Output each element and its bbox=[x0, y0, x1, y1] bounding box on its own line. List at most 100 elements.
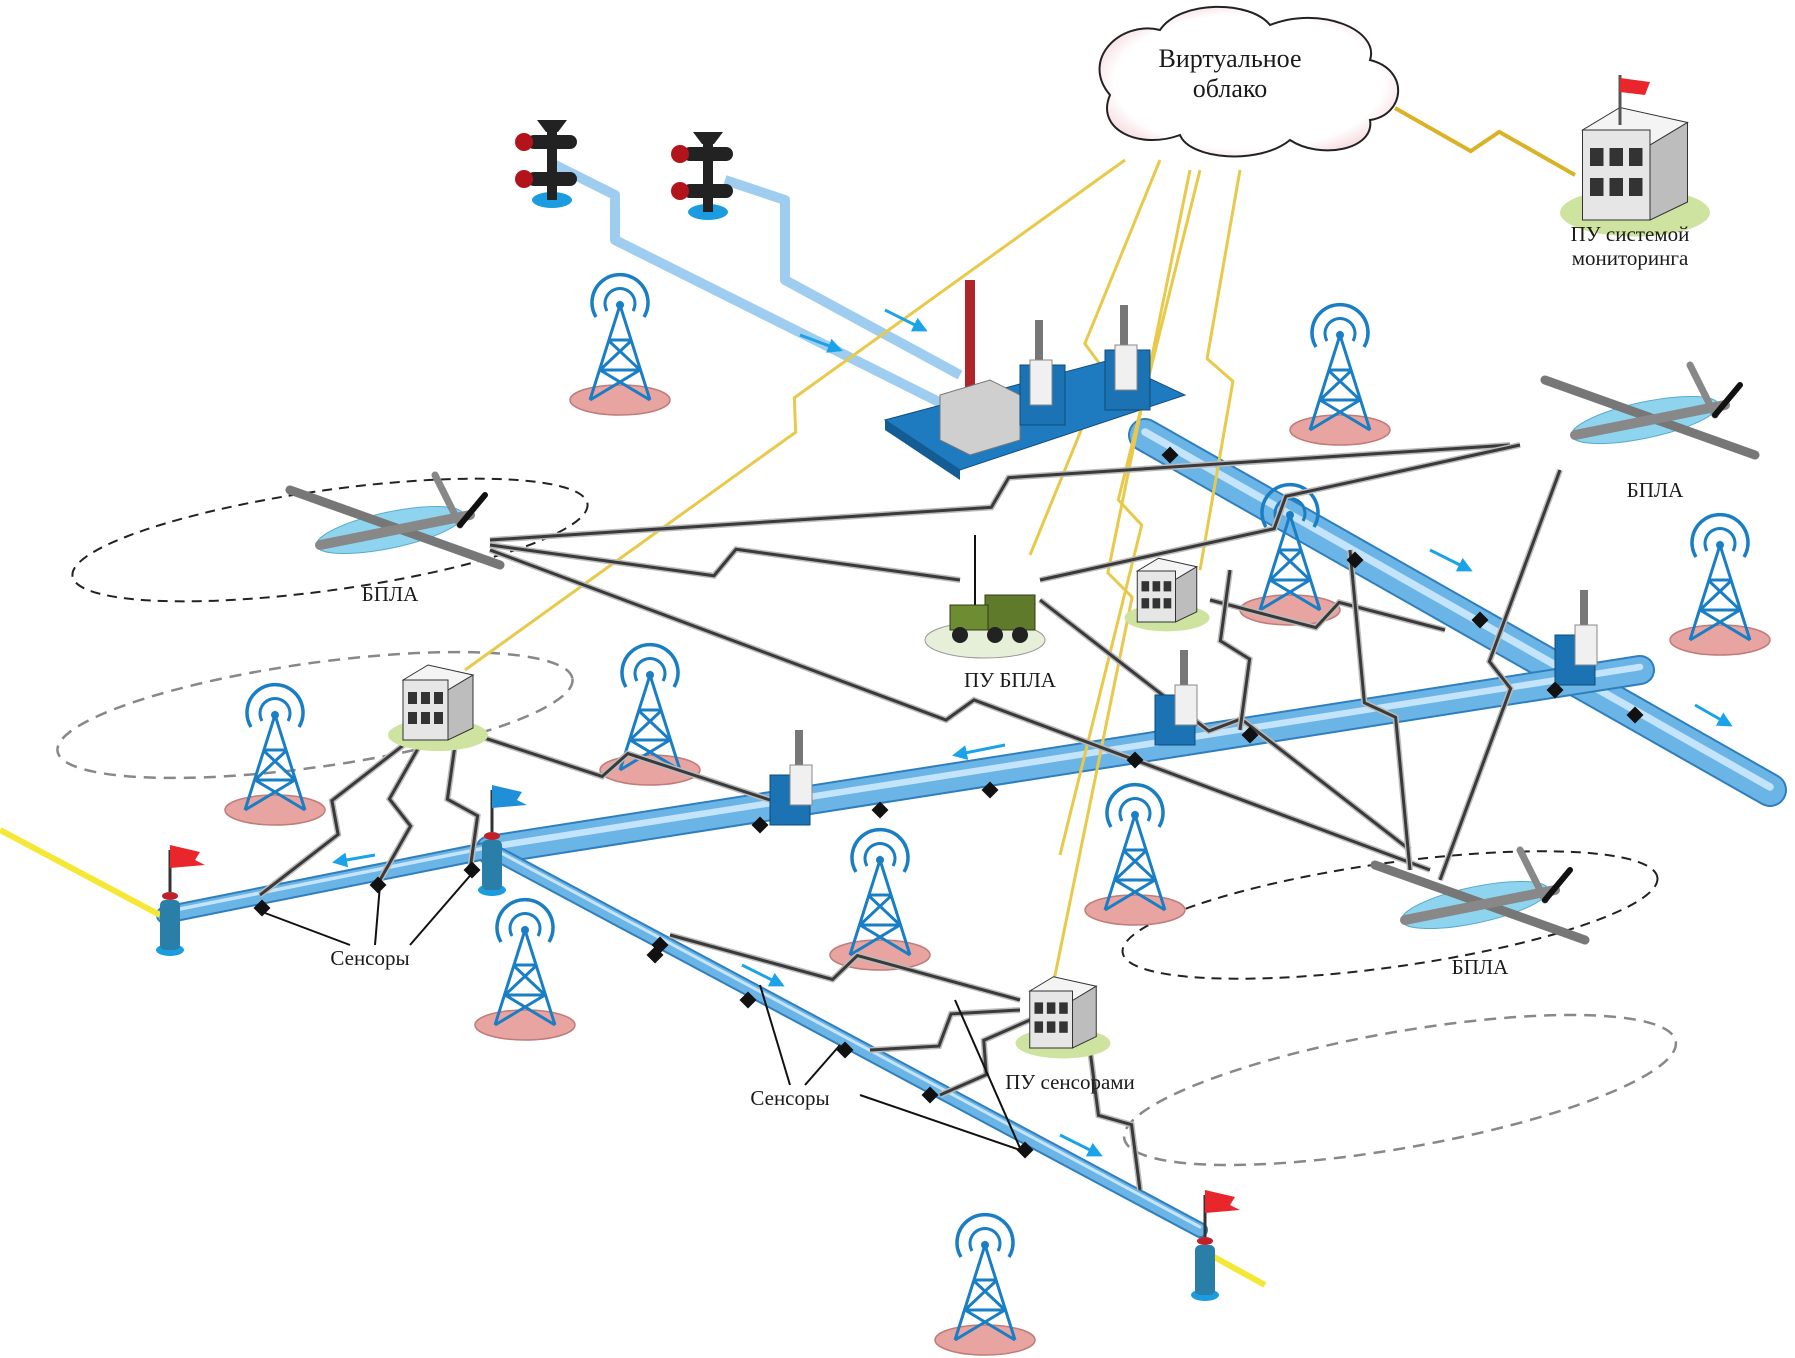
radio-link-5 bbox=[1209, 598, 1446, 632]
building-front bbox=[1136, 570, 1176, 623]
wellhead-arm-upper bbox=[683, 147, 733, 161]
sensor-6 bbox=[981, 781, 999, 799]
cell-tower-1 bbox=[569, 272, 671, 416]
uav-tail bbox=[1686, 361, 1719, 419]
signal-wave-inner bbox=[1118, 797, 1152, 822]
flow-arrow-8 bbox=[1059, 1133, 1103, 1157]
sensor-13 bbox=[1471, 611, 1489, 629]
wellhead-1 bbox=[515, 120, 577, 208]
sensor-3 bbox=[463, 861, 481, 879]
uav-label-right: БПЛА bbox=[1626, 478, 1684, 502]
branch-pipe-south-highlight bbox=[488, 845, 1202, 1229]
branch-pipe-west bbox=[158, 843, 497, 922]
signal-wave-inner bbox=[1273, 497, 1307, 522]
radio-link-13 bbox=[669, 933, 1021, 1002]
sensor-18 bbox=[1016, 1141, 1034, 1159]
tower-top bbox=[1336, 331, 1344, 339]
sensor-callout-4 bbox=[759, 984, 791, 1086]
pump-housing bbox=[1174, 684, 1198, 726]
sensor-15 bbox=[739, 991, 757, 1009]
control-center-flag bbox=[1620, 78, 1650, 95]
signal-wave-outer bbox=[1105, 782, 1165, 828]
flag bbox=[492, 785, 527, 808]
building-window bbox=[1046, 1002, 1056, 1014]
pump-station-3 bbox=[1554, 590, 1598, 686]
signal-wave-inner bbox=[968, 1227, 1002, 1252]
signal-wave-outer bbox=[245, 682, 305, 728]
truck-cab bbox=[949, 604, 989, 631]
tower-top bbox=[1716, 541, 1724, 549]
signal-wave-outer bbox=[495, 897, 555, 943]
tower-top bbox=[616, 301, 624, 309]
sensor-callout-2 bbox=[374, 884, 381, 946]
truck-wheel bbox=[952, 627, 968, 643]
tower-top bbox=[1131, 811, 1139, 819]
sensor-callout-7 bbox=[954, 999, 1021, 1149]
cell-tower-10 bbox=[934, 1212, 1036, 1356]
sensor-callout-5 bbox=[804, 1044, 841, 1086]
station-building bbox=[939, 379, 1021, 456]
building-window bbox=[1034, 1002, 1044, 1014]
nodes bbox=[156, 5, 1760, 1301]
wellhead-cap bbox=[693, 132, 723, 144]
uav-tail bbox=[431, 471, 464, 529]
valve-post-south bbox=[1191, 1190, 1240, 1301]
tower-top bbox=[1286, 511, 1294, 519]
uav-orbit-left bbox=[71, 477, 589, 603]
building-window bbox=[1629, 148, 1643, 166]
radio-link-12 bbox=[445, 744, 480, 871]
control-center-label: ПУ системой мониторинга bbox=[1530, 222, 1730, 270]
sensor-2 bbox=[369, 876, 387, 894]
signal-wave-outer bbox=[955, 1212, 1015, 1258]
valve-post-west bbox=[156, 845, 205, 956]
cloud-link-2 bbox=[1028, 159, 1162, 556]
pump-housing bbox=[789, 764, 813, 806]
sensor-5 bbox=[871, 801, 889, 819]
building-window bbox=[1163, 598, 1172, 609]
building-window bbox=[1590, 148, 1604, 166]
building-front bbox=[1582, 129, 1651, 221]
building-front bbox=[402, 679, 449, 741]
valve-post-wheel bbox=[1197, 1237, 1213, 1245]
building-window bbox=[434, 692, 443, 704]
radio-link-8 bbox=[1438, 469, 1562, 881]
signal-wave-outer bbox=[590, 272, 650, 318]
wellhead-arm-upper bbox=[527, 135, 577, 149]
cell-tower-6 bbox=[224, 682, 326, 826]
sensor-8 bbox=[1241, 726, 1259, 744]
uav-left bbox=[285, 471, 505, 570]
uav-fuselage bbox=[1400, 885, 1560, 925]
supply-line-1 bbox=[552, 160, 948, 410]
radio-link-7 bbox=[1218, 569, 1252, 731]
relay-node-left bbox=[388, 664, 488, 751]
building-window bbox=[1163, 581, 1172, 592]
flag bbox=[1205, 1190, 1240, 1213]
building-window bbox=[1609, 178, 1623, 196]
wellhead-stem bbox=[547, 120, 557, 200]
sensor-4 bbox=[751, 816, 769, 834]
flow-arrow-6 bbox=[332, 852, 376, 868]
radio-link-3 bbox=[489, 548, 1431, 872]
sensor-19 bbox=[651, 936, 669, 954]
sensor-7 bbox=[1126, 751, 1144, 769]
cloud-label-line2: облако bbox=[1192, 74, 1268, 103]
flow-arrow-5 bbox=[952, 743, 1006, 761]
pump-stack bbox=[1180, 650, 1188, 700]
valve-post-body bbox=[160, 900, 180, 950]
compressor-housing-2 bbox=[1114, 344, 1138, 391]
signal-wave-outer bbox=[1260, 482, 1320, 528]
building-window bbox=[1152, 581, 1161, 592]
radio-link-10 bbox=[259, 738, 411, 897]
uav-bottom bbox=[1370, 846, 1590, 945]
sensors-label-bottom: Сенсоры bbox=[750, 1086, 830, 1110]
building-window bbox=[1152, 598, 1161, 609]
building-window bbox=[1141, 598, 1150, 609]
truck-wheel bbox=[1012, 627, 1028, 643]
signal-wave-outer bbox=[620, 642, 680, 688]
flag bbox=[170, 845, 205, 868]
tower-base bbox=[1669, 624, 1771, 656]
tower-top bbox=[646, 671, 654, 679]
sensor-1 bbox=[253, 899, 271, 917]
flow-arrow-3 bbox=[1429, 548, 1473, 572]
radio-link-2 bbox=[489, 543, 961, 582]
